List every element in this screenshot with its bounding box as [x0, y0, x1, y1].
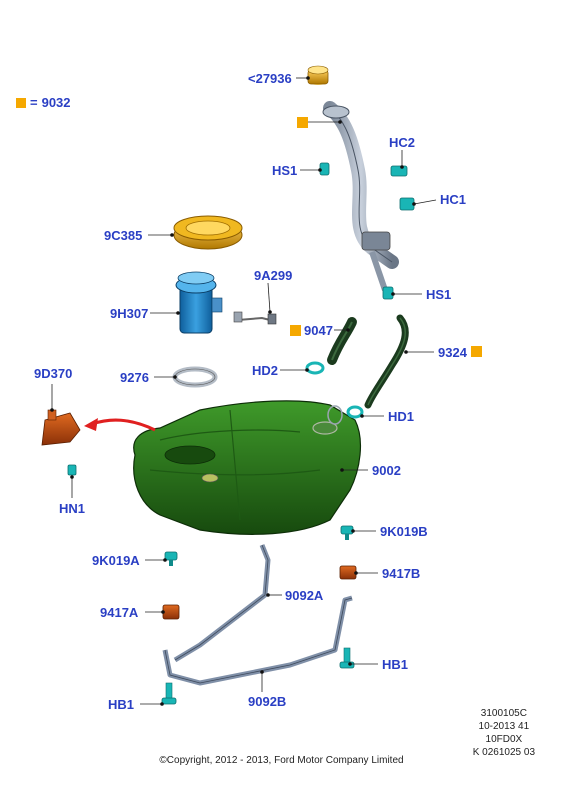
- clip-hs1-mid[interactable]: [382, 286, 394, 300]
- callout-9417a[interactable]: 9417A: [100, 605, 139, 620]
- callout-hb1-right[interactable]: HB1: [382, 657, 408, 672]
- callout-9092b[interactable]: 9092B: [248, 694, 286, 709]
- drawing-reference-block: 3100105C 10-2013 41 10FD0X K 0261025 03: [473, 707, 535, 759]
- marker-9032-9324: [471, 346, 482, 357]
- bolt-9k019b[interactable]: [340, 525, 354, 540]
- callout-9a299[interactable]: 9A299: [254, 268, 292, 283]
- callout-hs1-mid[interactable]: HS1: [426, 287, 451, 302]
- callout-hc2[interactable]: HC2: [389, 135, 415, 150]
- marker-9032-9047: [290, 325, 301, 336]
- callout-hd2[interactable]: HD2: [252, 363, 278, 378]
- legend-marker-square: [16, 97, 26, 108]
- spacer-9417a[interactable]: [162, 604, 180, 620]
- callout-9c385[interactable]: 9C385: [104, 228, 142, 243]
- hose-9324[interactable]: [364, 314, 409, 409]
- callout-9h307[interactable]: 9H307: [110, 306, 148, 321]
- clip-hc2[interactable]: [390, 165, 408, 177]
- fuel-pump-9h307[interactable]: [175, 271, 223, 334]
- drawing-ref-line2: 10-2013 41: [478, 721, 530, 732]
- callout-9092a[interactable]: 9092A: [285, 588, 324, 603]
- sender-unit-9a299[interactable]: [233, 311, 277, 325]
- legend: = 9032: [16, 95, 71, 110]
- callout-9002[interactable]: 9002: [372, 463, 401, 478]
- spacer-9417b[interactable]: [339, 565, 357, 580]
- direction-arrow-icon: [84, 418, 156, 432]
- seal-9276[interactable]: [172, 366, 218, 388]
- clip-hc1[interactable]: [399, 197, 415, 211]
- fuel-tank-9002[interactable]: [133, 400, 361, 535]
- bolt-hb1-left[interactable]: [161, 682, 177, 705]
- clip-hd2[interactable]: [305, 361, 325, 375]
- callout-9324[interactable]: 9324: [438, 345, 468, 360]
- callout-hb1-left[interactable]: HB1: [108, 697, 134, 712]
- marker-9032-neck: [297, 117, 308, 128]
- bracket-9d370[interactable]: [41, 409, 81, 446]
- callout-9k019a[interactable]: 9K019A: [92, 553, 140, 568]
- leader-lines: [51, 77, 437, 705]
- bolt-hb1-right[interactable]: [339, 647, 355, 669]
- callout-9k019b[interactable]: 9K019B: [380, 524, 428, 539]
- bolt-9k019a[interactable]: [164, 551, 178, 566]
- legend-part-number: 9032: [41, 95, 71, 110]
- strap-9092a[interactable]: [173, 544, 271, 663]
- drawing-ref-line1: 3100105C: [480, 708, 527, 719]
- clip-hn1[interactable]: [67, 464, 77, 476]
- callout-9d370[interactable]: 9D370: [34, 366, 72, 381]
- drawing-ref-line3: 10FD0X: [485, 734, 523, 745]
- callout-9276[interactable]: 9276: [120, 370, 149, 385]
- hose-9047[interactable]: [327, 317, 357, 365]
- leader-dots: [50, 76, 416, 706]
- copyright-notice: ©Copyright, 2012 - 2013, Ford Motor Comp…: [159, 755, 404, 766]
- callout-hn1[interactable]: HN1: [59, 501, 85, 516]
- callout-9417b[interactable]: 9417B: [382, 566, 420, 581]
- callout-27936[interactable]: <27936: [248, 71, 292, 86]
- fuel-cap-27936[interactable]: [307, 65, 329, 85]
- clip-hd1[interactable]: [346, 405, 364, 419]
- callout-hd1[interactable]: HD1: [388, 409, 414, 424]
- strap-9092b[interactable]: [162, 595, 353, 686]
- callout-9047[interactable]: 9047: [304, 323, 333, 338]
- lock-ring-9c385[interactable]: [173, 215, 243, 250]
- callout-hc1[interactable]: HC1: [440, 192, 466, 207]
- filler-neck: [322, 101, 399, 291]
- drawing-ref-line4: K 0261025 03: [472, 747, 535, 758]
- callout-hs1-top[interactable]: HS1: [272, 163, 297, 178]
- legend-equals: =: [30, 95, 38, 110]
